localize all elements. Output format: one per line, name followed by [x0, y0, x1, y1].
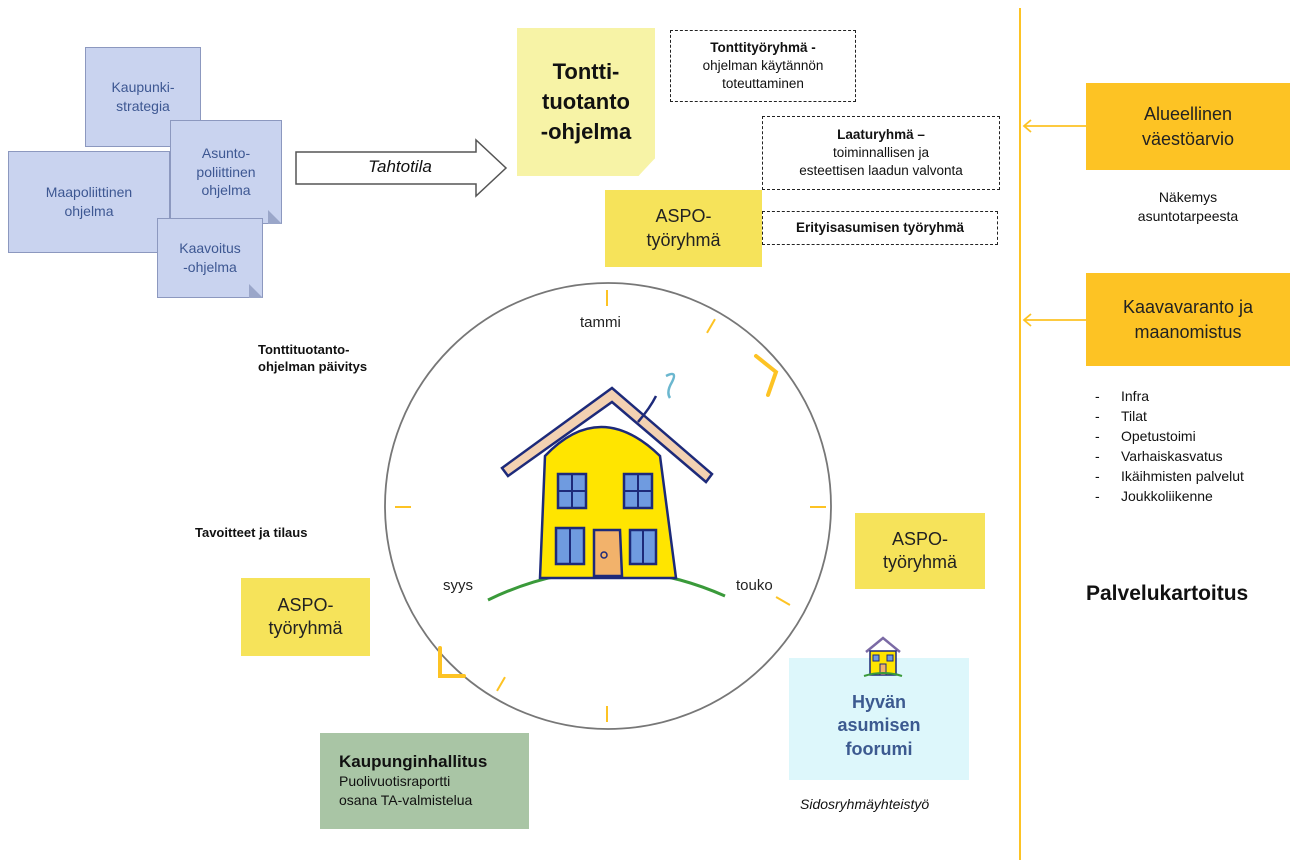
aspo-label: ASPO- työryhmä	[268, 594, 343, 638]
tonttityoryhma-box: Tonttityöryhmä - ohjelman käytännön tote…	[670, 30, 856, 102]
month-touko: touko	[736, 577, 773, 594]
doc-asuntopoliittinen-label: Asunto- poliittinen ohjelma	[196, 144, 256, 199]
divider-line	[1019, 8, 1021, 860]
erityisasuminen-box: Erityisasumisen työryhmä	[762, 211, 998, 245]
foorumi-box: Hyvän asumisen foorumi	[789, 658, 969, 780]
laaturyhma-box: Laaturyhmä – toiminnallisen ja esteettis…	[762, 116, 1000, 190]
aspo-tyoryhma-top: ASPO- työryhmä	[605, 190, 762, 267]
doc-fold-icon	[268, 210, 282, 224]
laaturyhma-title: Laaturyhmä –	[837, 126, 925, 142]
doc-kaupunkistrategia: Kaupunki- strategia	[85, 47, 201, 147]
doc-kaavoitus: Kaavoitus -ohjelma	[157, 218, 263, 298]
laaturyhma-desc: toiminnallisen ja esteettisen laadun val…	[799, 144, 963, 179]
aspo-tyoryhma-left: ASPO- työryhmä	[241, 578, 370, 656]
house-icon	[500, 372, 714, 580]
cycle-tick	[395, 506, 411, 508]
small-house-icon	[863, 636, 903, 677]
aspo-label: ASPO- työryhmä	[646, 206, 721, 250]
list-item: -Opetustoimi	[1095, 428, 1196, 445]
month-tammi: tammi	[580, 314, 621, 331]
doc-maapoliittinen: Maapoliittinen ohjelma	[8, 151, 170, 253]
cycle-tick	[606, 290, 608, 306]
list-item: -Tilat	[1095, 408, 1147, 425]
cycle-arrow-icon	[438, 646, 466, 678]
annual-cycle	[384, 282, 832, 730]
tonttityoryhma-title: Tonttityöryhmä -	[710, 39, 816, 55]
kaavavaranto-box: Kaavavaranto ja maanomistus	[1086, 273, 1290, 366]
alueellinen-label: Alueellinen väestöarvio	[1141, 104, 1235, 149]
erityisasuminen-label: Erityisasumisen työryhmä	[795, 219, 965, 235]
tahtotila-label: Tahtotila	[368, 157, 432, 176]
palvelukartoitus-heading: Palvelukartoitus	[1086, 582, 1249, 605]
doc-kaupunkistrategia-label: Kaupunki- strategia	[111, 79, 175, 114]
aspo-label: ASPO- työryhmä	[882, 528, 958, 572]
cycle-tick	[606, 706, 608, 722]
foorumi-title: Hyvän asumisen foorumi	[837, 691, 921, 759]
nakemys-label: Näkemys asuntotarpeesta	[1137, 189, 1239, 224]
cycle-arrow-icon	[754, 354, 779, 397]
doc-maapoliittinen-label: Maapoliittinen ohjelma	[45, 184, 133, 219]
tavoitteet-label: Tavoitteet ja tilaus	[195, 525, 308, 540]
kaupunginhallitus-desc: Puolivuotisraportti osana TA-valmistelua	[339, 773, 473, 808]
kaupunginhallitus-box: Kaupunginhallitus Puolivuotisraportti os…	[320, 733, 529, 829]
list-item: -Joukkoliikenne	[1095, 488, 1213, 505]
month-syys: syys	[443, 577, 473, 594]
list-item: -Varhaiskasvatus	[1095, 448, 1223, 465]
doc-fold-icon	[249, 284, 263, 298]
alueellinen-vaestoarvio-box: Alueellinen väestöarvio	[1086, 83, 1290, 170]
tahtotila-arrow	[295, 138, 508, 198]
paivitys-label: Tonttituotanto- ohjelman päivitys	[258, 342, 368, 374]
tonttituotanto-ohjelma-note: Tontti- tuotanto -ohjelma	[517, 28, 655, 176]
tonttituotanto-ohjelma-label: Tontti- tuotanto -ohjelma	[540, 59, 632, 144]
list-item: -Ikäihmisten palvelut	[1095, 468, 1244, 485]
arrow-left-icon	[1022, 119, 1086, 133]
doc-asuntopoliittinen: Asunto- poliittinen ohjelma	[170, 120, 282, 224]
kaupunginhallitus-title: Kaupunginhallitus	[339, 752, 488, 772]
aspo-tyoryhma-right: ASPO- työryhmä	[855, 513, 985, 589]
foorumi-caption: Sidosryhmäyhteistyö	[800, 796, 930, 812]
palvelu-list: -Infra -Tilat -Opetustoimi -Varhaiskasva…	[1095, 386, 1244, 506]
list-item: -Infra	[1095, 388, 1150, 404]
kaavavaranto-label: Kaavavaranto ja maanomistus	[1122, 297, 1254, 342]
cycle-tick	[810, 506, 826, 508]
doc-kaavoitus-label: Kaavoitus -ohjelma	[179, 240, 241, 275]
tonttityoryhma-desc: ohjelman käytännön toteuttaminen	[702, 57, 824, 92]
arrow-left-icon	[1022, 313, 1086, 327]
